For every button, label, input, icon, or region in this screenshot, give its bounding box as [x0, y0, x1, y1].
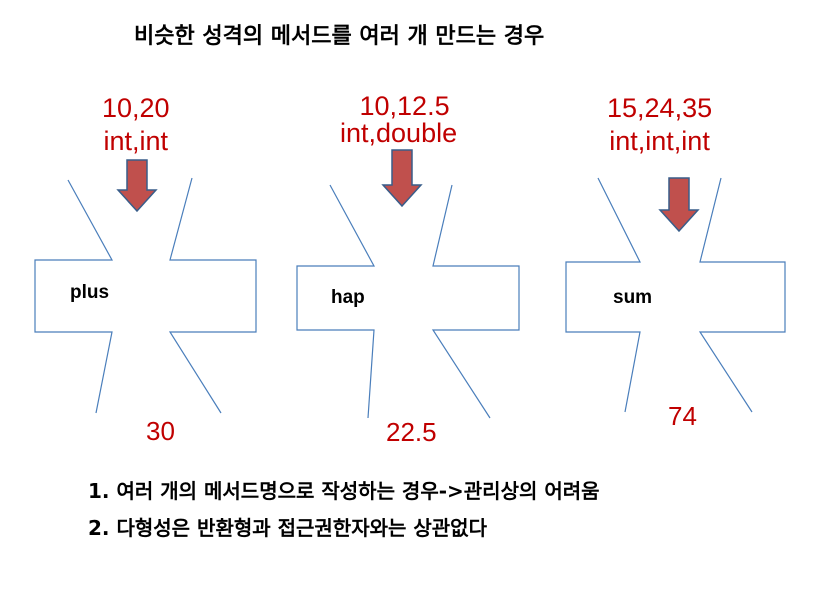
method-input-hap: 10,12.5 int,double: [340, 90, 457, 150]
method-box-sum: [565, 177, 786, 413]
input-values-sum: 15,24,35: [607, 93, 713, 123]
input-types-hap: int,double: [340, 118, 458, 148]
down-arrow-icon: [658, 177, 700, 233]
down-arrow-icon: [116, 159, 158, 213]
method-result-sum: 74: [668, 401, 697, 431]
method-name-hap: hap: [331, 287, 365, 308]
down-arrow-icon: [381, 149, 423, 208]
method-input-sum: 15,24,35 int,int,int: [607, 92, 712, 158]
method-name-plus: plus: [70, 282, 110, 303]
note-1: 1. 여러 개의 메서드명으로 작성하는 경우->관리상의 어려움: [88, 479, 600, 503]
diagram-title: 비슷한 성격의 메서드를 여러 개 만드는 경우: [134, 24, 545, 49]
note-2: 2. 다형성은 반환형과 접근권한자와는 상관없다: [88, 516, 487, 540]
input-types-plus: int,int: [103, 126, 169, 156]
method-name-sum: sum: [613, 287, 653, 308]
method-box-plus: [34, 177, 257, 414]
method-input-plus: 10,20 int,int: [102, 92, 170, 158]
input-types-sum: int,int,int: [609, 126, 710, 156]
input-values-hap: 10,12.5: [359, 91, 450, 121]
method-result-plus: 30: [146, 416, 175, 446]
method-result-hap: 22.5: [386, 417, 437, 447]
method-box-hap: [296, 184, 520, 419]
input-values-plus: 10,20: [102, 93, 170, 123]
